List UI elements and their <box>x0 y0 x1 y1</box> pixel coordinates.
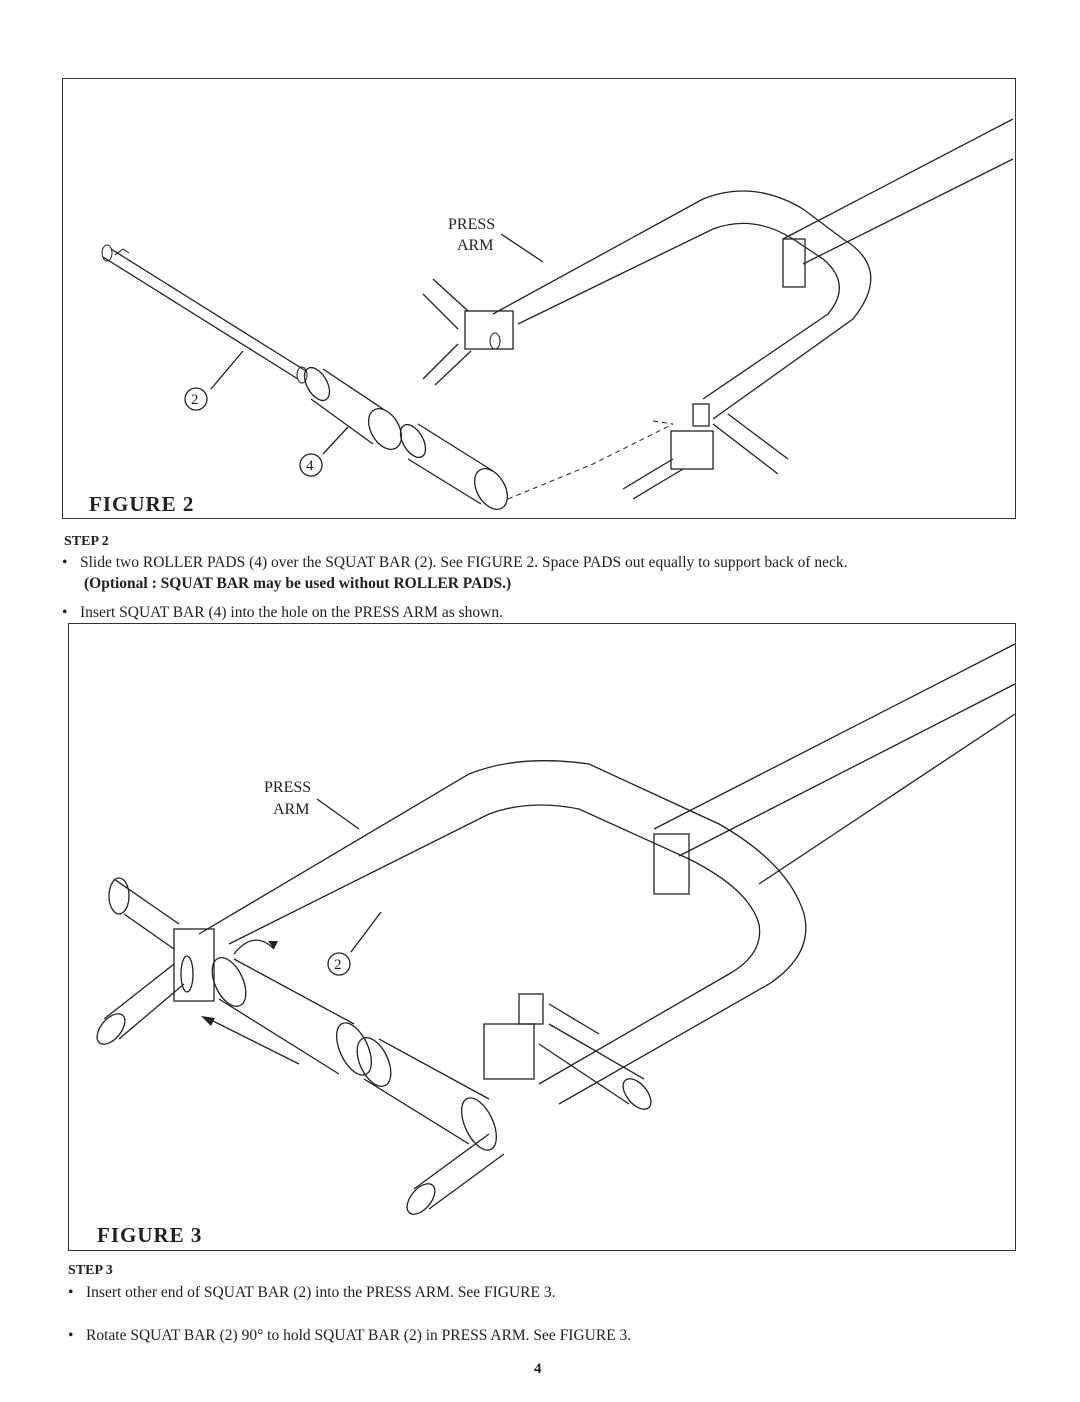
step-2-optional-note: (Optional : SQUAT BAR may be used withou… <box>84 575 512 592</box>
roller-pad-1 <box>211 957 372 1076</box>
frame-block <box>782 238 806 288</box>
callout-circle-4 <box>299 453 323 477</box>
callout-squat-bar: 2 <box>334 957 342 973</box>
figure-2-illustration: PRESS ARM 2 4 FIGURE 2 <box>62 78 1016 519</box>
figure-2-drawing: PRESS ARM 2 4 <box>101 118 1014 510</box>
step-3-bullet-1-text: Insert other end of SQUAT BAR (2) into t… <box>86 1284 556 1301</box>
press-arm-leader <box>500 233 544 263</box>
press-arm-outer <box>492 190 872 420</box>
press-label-line1: PRESS <box>448 216 495 233</box>
bullet-dot: • <box>62 554 68 571</box>
rotate-arrow <box>233 939 275 955</box>
squat-bar <box>102 256 299 380</box>
callout-roller-pad: 4 <box>306 458 314 474</box>
figure-2-title: FIGURE 2 <box>89 492 195 516</box>
press-arm-end <box>173 928 215 1002</box>
step-2-bullet-2-text: Insert SQUAT BAR (4) into the hole on th… <box>80 604 503 621</box>
step-2-bullet-1-text: Slide two ROLLER PADS (4) over the SQUAT… <box>80 554 848 571</box>
bullet-dot: • <box>68 1284 74 1301</box>
press-label-line1: PRESS <box>264 779 311 796</box>
callout-squat-bar: 2 <box>191 392 199 408</box>
press-label-line2: ARM <box>273 801 309 818</box>
step-2-heading: STEP 2 <box>64 534 109 549</box>
step-3-bullet-2-text: Rotate SQUAT BAR (2) 90° to hold SQUAT B… <box>86 1327 632 1344</box>
roller-pad-2 <box>399 423 509 510</box>
figure-3-title: FIGURE 3 <box>97 1223 203 1247</box>
press-arm-leader <box>316 798 360 830</box>
roller-pad-2 <box>356 1037 497 1151</box>
step-2-bullet-1: • Slide two ROLLER PADS (4) over the SQUA… <box>62 553 848 573</box>
callout-circle-2 <box>327 952 351 976</box>
press-arm-outer <box>198 760 807 1105</box>
bullet-dot: • <box>68 1327 74 1344</box>
step-3-bullet-2: • Rotate SQUAT BAR (2) 90° to hold SQUAT … <box>68 1326 631 1346</box>
step-2-bullet-2: • Insert SQUAT BAR (4) into the hole on t… <box>62 603 503 623</box>
frame-block <box>653 833 690 895</box>
press-arm-end <box>464 310 514 350</box>
guide-line <box>507 423 674 500</box>
squat-bar-hole <box>489 332 501 350</box>
figure-3-illustration: PRESS ARM 2 FIGURE 3 <box>68 623 1016 1251</box>
direction-arrow <box>208 1018 300 1065</box>
press-label-line2: ARM <box>457 237 493 254</box>
page-number: 4 <box>534 1361 542 1377</box>
step-3-heading: STEP 3 <box>68 1263 113 1278</box>
roller-pad-1 <box>303 366 403 450</box>
step-3-bullet-1: • Insert other end of SQUAT BAR (2) into … <box>68 1283 555 1303</box>
press-arm-inner <box>517 222 841 400</box>
figure-3-drawing: PRESS ARM 2 <box>96 643 1015 1215</box>
callout-circle-2 <box>184 387 208 411</box>
bullet-dot: • <box>62 604 68 621</box>
